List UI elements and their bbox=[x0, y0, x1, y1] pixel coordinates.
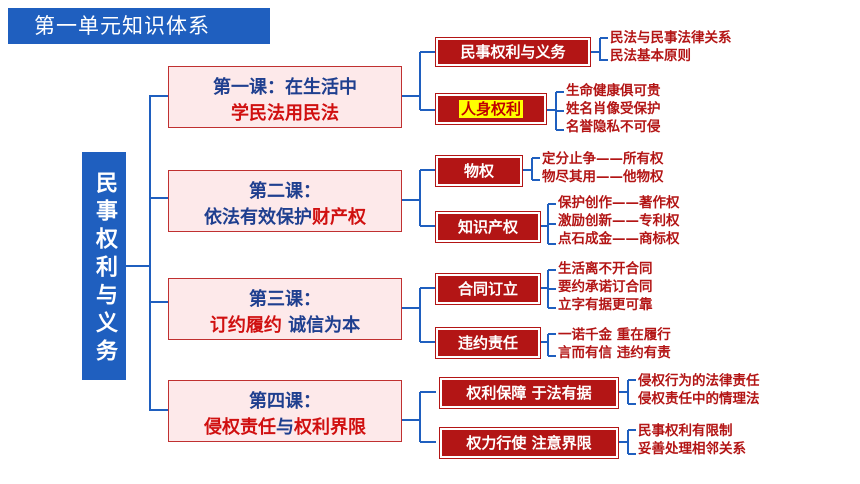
leaf: 激励创新——专利权 bbox=[558, 213, 680, 229]
leaf: 妥善处理相邻关系 bbox=[638, 441, 746, 457]
leaf: 民法基本原则 bbox=[610, 48, 691, 64]
leaves-topic-1: 民法与民事法律关系 民法基本原则 bbox=[610, 29, 732, 65]
lesson-3-line2b: 诚信为本 bbox=[281, 315, 361, 336]
lesson-1-line2: 学民法用民法 bbox=[231, 103, 339, 124]
root-node: 民事权利与义务 bbox=[82, 152, 126, 380]
lesson-4-line1: 第四课： bbox=[249, 391, 321, 412]
lesson-3-box: 第三课： 订约履约 诚信为本 bbox=[168, 278, 402, 340]
lesson-1-line1: 第一课：在生活中 bbox=[213, 77, 357, 98]
leaf: 民事权利有限制 bbox=[638, 423, 733, 439]
lesson-4-line2b: 与 bbox=[276, 417, 294, 438]
lesson-1-box: 第一课：在生活中 学民法用民法 bbox=[168, 66, 402, 128]
leaves-topic-3: 定分止争——所有权 物尽其用——他物权 bbox=[542, 150, 664, 186]
leaves-topic-2: 生命健康俱可贵 姓名肖像受保护 名誉隐私不可侵 bbox=[566, 82, 661, 136]
topic-2: 人身权利 bbox=[436, 94, 546, 124]
page-title: 第一单元知识体系 bbox=[8, 8, 270, 44]
leaves-topic-6: 一诺千金 重在履行 言而有信 违约有责 bbox=[558, 326, 671, 362]
leaves-topic-5: 生活离不开合同 要约承诺订合同 立字有据更可靠 bbox=[558, 260, 653, 314]
leaf: 保护创作——著作权 bbox=[558, 195, 680, 211]
topic-7: 权利保障 于法有据 bbox=[440, 378, 618, 408]
topic-8: 权力行使 注意界限 bbox=[440, 428, 618, 458]
leaf: 名誉隐私不可侵 bbox=[566, 119, 661, 135]
leaf: 生命健康俱可贵 bbox=[566, 83, 661, 99]
topic-6: 违约责任 bbox=[436, 328, 540, 358]
leaf: 侵权责任中的情理法 bbox=[638, 391, 760, 407]
topic-1: 民事权利与义务 bbox=[436, 38, 590, 66]
lesson-4-line2c: 权利界限 bbox=[294, 417, 366, 438]
lesson-2-box: 第二课： 依法有效保护财产权 bbox=[168, 170, 402, 232]
leaves-topic-7: 侵权行为的法律责任 侵权责任中的情理法 bbox=[638, 372, 760, 408]
leaf: 民法与民事法律关系 bbox=[610, 30, 732, 46]
topic-2-label: 人身权利 bbox=[458, 100, 523, 118]
leaf: 侵权行为的法律责任 bbox=[638, 373, 760, 389]
topic-3: 物权 bbox=[436, 156, 522, 186]
lesson-3-line2a: 订约履约 bbox=[209, 315, 282, 336]
leaf: 一诺千金 重在履行 bbox=[558, 327, 671, 343]
leaf: 立字有据更可靠 bbox=[558, 297, 653, 313]
topic-4: 知识产权 bbox=[436, 212, 540, 242]
lesson-2-line2b: 财产权 bbox=[312, 207, 366, 228]
lesson-3-line1: 第三课： bbox=[249, 289, 321, 310]
leaf: 生活离不开合同 bbox=[558, 261, 653, 277]
lesson-4-line2a: 侵权责任 bbox=[204, 417, 276, 438]
leaves-topic-4: 保护创作——著作权 激励创新——专利权 点石成金——商标权 bbox=[558, 194, 680, 248]
leaf: 要约承诺订合同 bbox=[558, 279, 653, 295]
lesson-2-line1: 第二课： bbox=[249, 181, 321, 202]
leaf: 言而有信 违约有责 bbox=[558, 345, 671, 361]
leaf: 定分止争——所有权 bbox=[542, 151, 664, 167]
leaf: 点石成金——商标权 bbox=[558, 231, 680, 247]
leaf: 姓名肖像受保护 bbox=[566, 101, 661, 117]
topic-5: 合同订立 bbox=[436, 274, 540, 304]
lesson-4-box: 第四课： 侵权责任与权利界限 bbox=[168, 380, 402, 442]
leaf: 物尽其用——他物权 bbox=[542, 169, 664, 185]
leaves-topic-8: 民事权利有限制 妥善处理相邻关系 bbox=[638, 422, 746, 458]
lesson-2-line2a: 依法有效保护 bbox=[204, 207, 312, 228]
